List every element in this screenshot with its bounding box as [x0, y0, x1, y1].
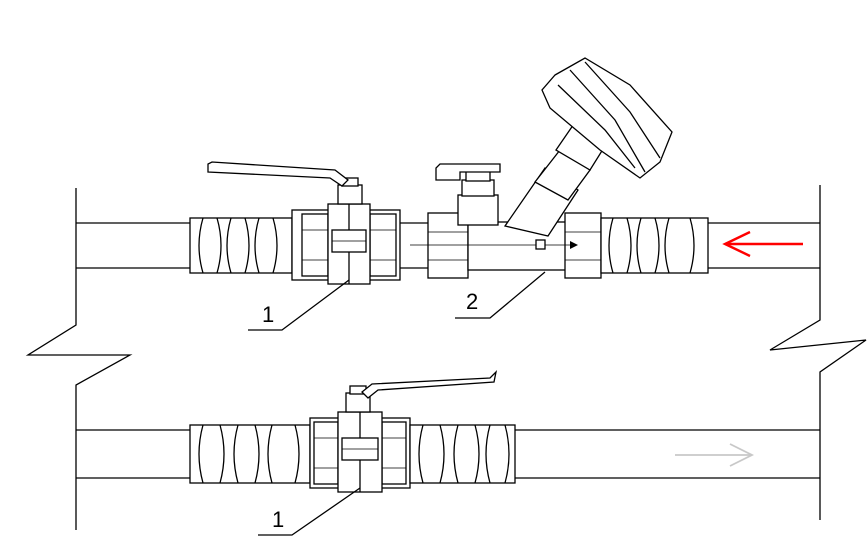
upper-press-fitting-right: [600, 217, 709, 274]
lower-pipe: [76, 429, 820, 479]
label-lower-valve: 1: [272, 507, 284, 532]
upper-pipe: [76, 222, 820, 269]
leader-upper-valve: [248, 279, 350, 331]
upper-pipe-middle: [400, 222, 428, 269]
label-upper-valve: 1: [262, 302, 274, 327]
upper-ball-valve: [207, 161, 401, 285]
lower-ball-valve: [309, 370, 498, 493]
label-balancing-valve: 2: [466, 289, 478, 314]
upper-press-fitting-left: [189, 217, 293, 274]
leader-lower-valve: [258, 487, 361, 536]
balancing-valve: [410, 57, 673, 279]
wall-break-right: [769, 185, 867, 520]
return-flow-arrow: [675, 443, 755, 467]
leader-balancing-valve: [455, 271, 546, 319]
supply-flow-arrow: [722, 230, 803, 258]
lower-press-fitting-left: [189, 424, 311, 484]
wall-break-left: [25, 188, 133, 530]
lower-press-fitting-right: [409, 424, 516, 484]
